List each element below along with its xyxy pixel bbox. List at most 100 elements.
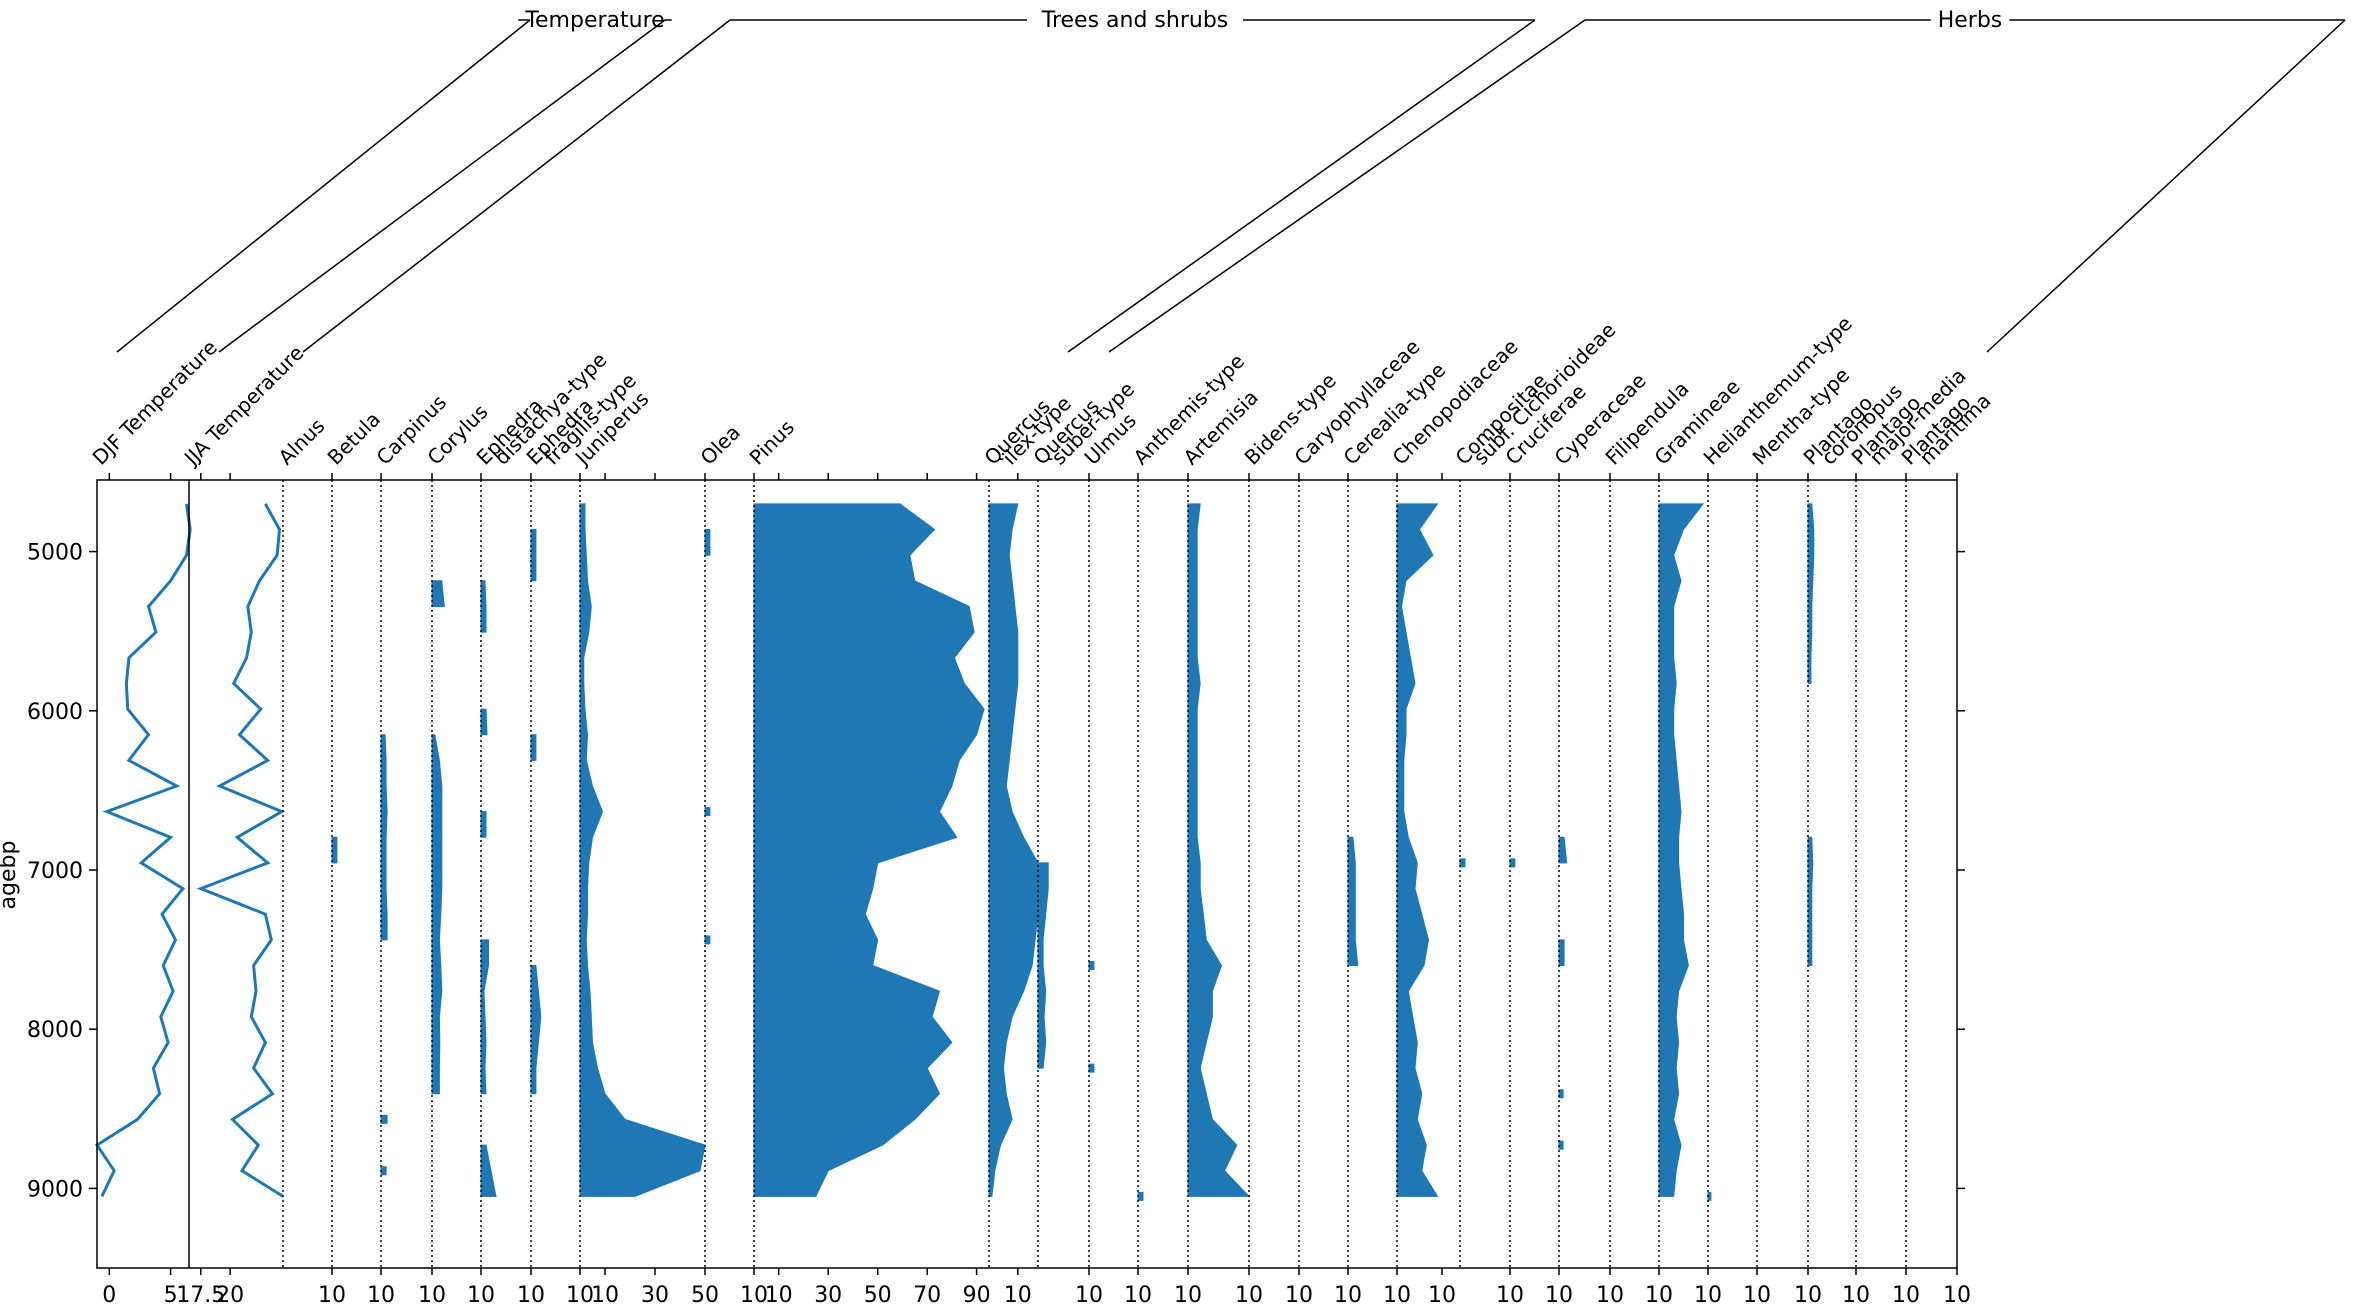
x-tick-label-10-0: 10 (765, 1283, 793, 1303)
y-tick-label-4: 9000 (27, 1177, 83, 1202)
group-label-2: Herbs (1938, 8, 2003, 33)
panel-label-3: Betula (323, 407, 385, 469)
group-leader-first-1 (302, 19, 731, 353)
y-axis: 5000 6000 7000 8000 9000 agebp (0, 541, 1965, 1202)
group-leader-last-2 (1986, 19, 2346, 353)
y-tick-label-0: 5000 (27, 541, 83, 566)
series-area-4 (380, 734, 388, 1176)
x-tick-label-11-0: 10 (1004, 1283, 1032, 1303)
series-area-14 (1137, 1191, 1144, 1201)
series-area-24 (1658, 503, 1705, 1197)
series-area-12 (1037, 862, 1049, 1069)
group-leader-last-1 (1067, 19, 1536, 353)
series-area-18 (1347, 836, 1359, 966)
x-tick-label-29-0: 10 (1943, 1283, 1971, 1303)
group-headers: Temperature Trees and shrubs Herbs (116, 8, 2346, 353)
x-tick-label-20-0: 10 (1496, 1283, 1524, 1303)
x-tick-label-2-0: 10 (318, 1283, 346, 1303)
x-tick-label-26-0: 10 (1794, 1283, 1822, 1303)
x-tick-label-25-0: 10 (1743, 1283, 1771, 1303)
y-axis-label: agebp (0, 841, 21, 910)
x-tick-label-10-2: 50 (864, 1283, 892, 1303)
x-tick-label-0-0: 0 (102, 1283, 116, 1303)
x-tick-label-28-0: 10 (1892, 1283, 1920, 1303)
x-tick-label-27-0: 10 (1842, 1283, 1870, 1303)
series-area-7 (530, 529, 542, 1095)
x-tick-label-0-1: 5 (164, 1283, 178, 1303)
group-leader-first-0 (116, 19, 531, 353)
panel-label-2: Alnus (274, 414, 330, 470)
x-tick-label-22-0: 10 (1596, 1283, 1624, 1303)
group-label-0: Temperature (524, 8, 664, 33)
x-tick-label-14-0: 10 (1174, 1283, 1202, 1303)
group-leader-first-2 (1108, 19, 1586, 353)
x-tick-label-13-0: 10 (1124, 1283, 1152, 1303)
x-tick-label-6-0: 10 (517, 1283, 545, 1303)
axes-frame (96, 479, 1958, 1269)
x-tick-label-10-3: 70 (913, 1283, 941, 1303)
x-tick-label-15-0: 10 (1235, 1283, 1263, 1303)
y-tick-label-1: 6000 (27, 700, 83, 725)
y-tick-label-2: 7000 (27, 859, 83, 884)
series-area-15 (1187, 503, 1251, 1197)
series-area-6 (480, 580, 497, 1197)
x-tick-label-5-0: 10 (467, 1283, 495, 1303)
group-label-1: Trees and shrubs (1041, 8, 1229, 33)
series-area-19 (1396, 503, 1439, 1197)
panel-label-10: Pinus (745, 415, 799, 469)
series-area-25 (1707, 1191, 1712, 1201)
panel-label-20-cont: subf. Cichorioideae (1469, 318, 1621, 470)
x-tick-label-8-1: 30 (641, 1283, 669, 1303)
series-area-5 (431, 580, 445, 1095)
panel-10: 10 30 50 70 90 Pinus (745, 415, 991, 1307)
x-tick-label-17-0: 10 (1334, 1283, 1362, 1303)
series-area-11 (988, 503, 1042, 1197)
series-line-1 (196, 503, 286, 1198)
series-area-20 (1459, 858, 1466, 868)
series-area-22 (1558, 836, 1568, 1150)
x-tick-label-8-0: 10 (591, 1283, 619, 1303)
x-tick-label-21-0: 10 (1545, 1283, 1573, 1303)
x-tick-label-3-0: 10 (367, 1283, 395, 1303)
x-tick-label-1-1: 20 (216, 1283, 244, 1303)
panel-label-9: Olea (696, 420, 745, 469)
x-tick-label-12-0: 10 (1075, 1283, 1103, 1303)
x-tick-label-16-0: 10 (1285, 1283, 1313, 1303)
series-line-0 (94, 503, 192, 1198)
x-tick-label-10-1: 30 (814, 1283, 842, 1303)
x-tick-label-4-0: 10 (418, 1283, 446, 1303)
x-tick-label-24-0: 10 (1694, 1283, 1722, 1303)
group-leader-last-0 (218, 19, 666, 353)
x-tick-label-23-0: 10 (1645, 1283, 1673, 1303)
x-tick-label-7-0: 10 (566, 1283, 594, 1303)
y-tick-label-3: 8000 (27, 1018, 83, 1043)
x-tick-label-18-0: 10 (1383, 1283, 1411, 1303)
x-tick-label-19-0: 10 (1428, 1283, 1456, 1303)
series-area-10 (753, 503, 985, 1197)
series-area-8 (579, 503, 706, 1197)
series-area-21 (1509, 858, 1516, 868)
x-tick-label-8-2: 50 (691, 1283, 719, 1303)
series-area-3 (331, 836, 338, 864)
series-area-27 (1807, 503, 1815, 966)
x-tick-label-10-4: 90 (963, 1283, 991, 1303)
